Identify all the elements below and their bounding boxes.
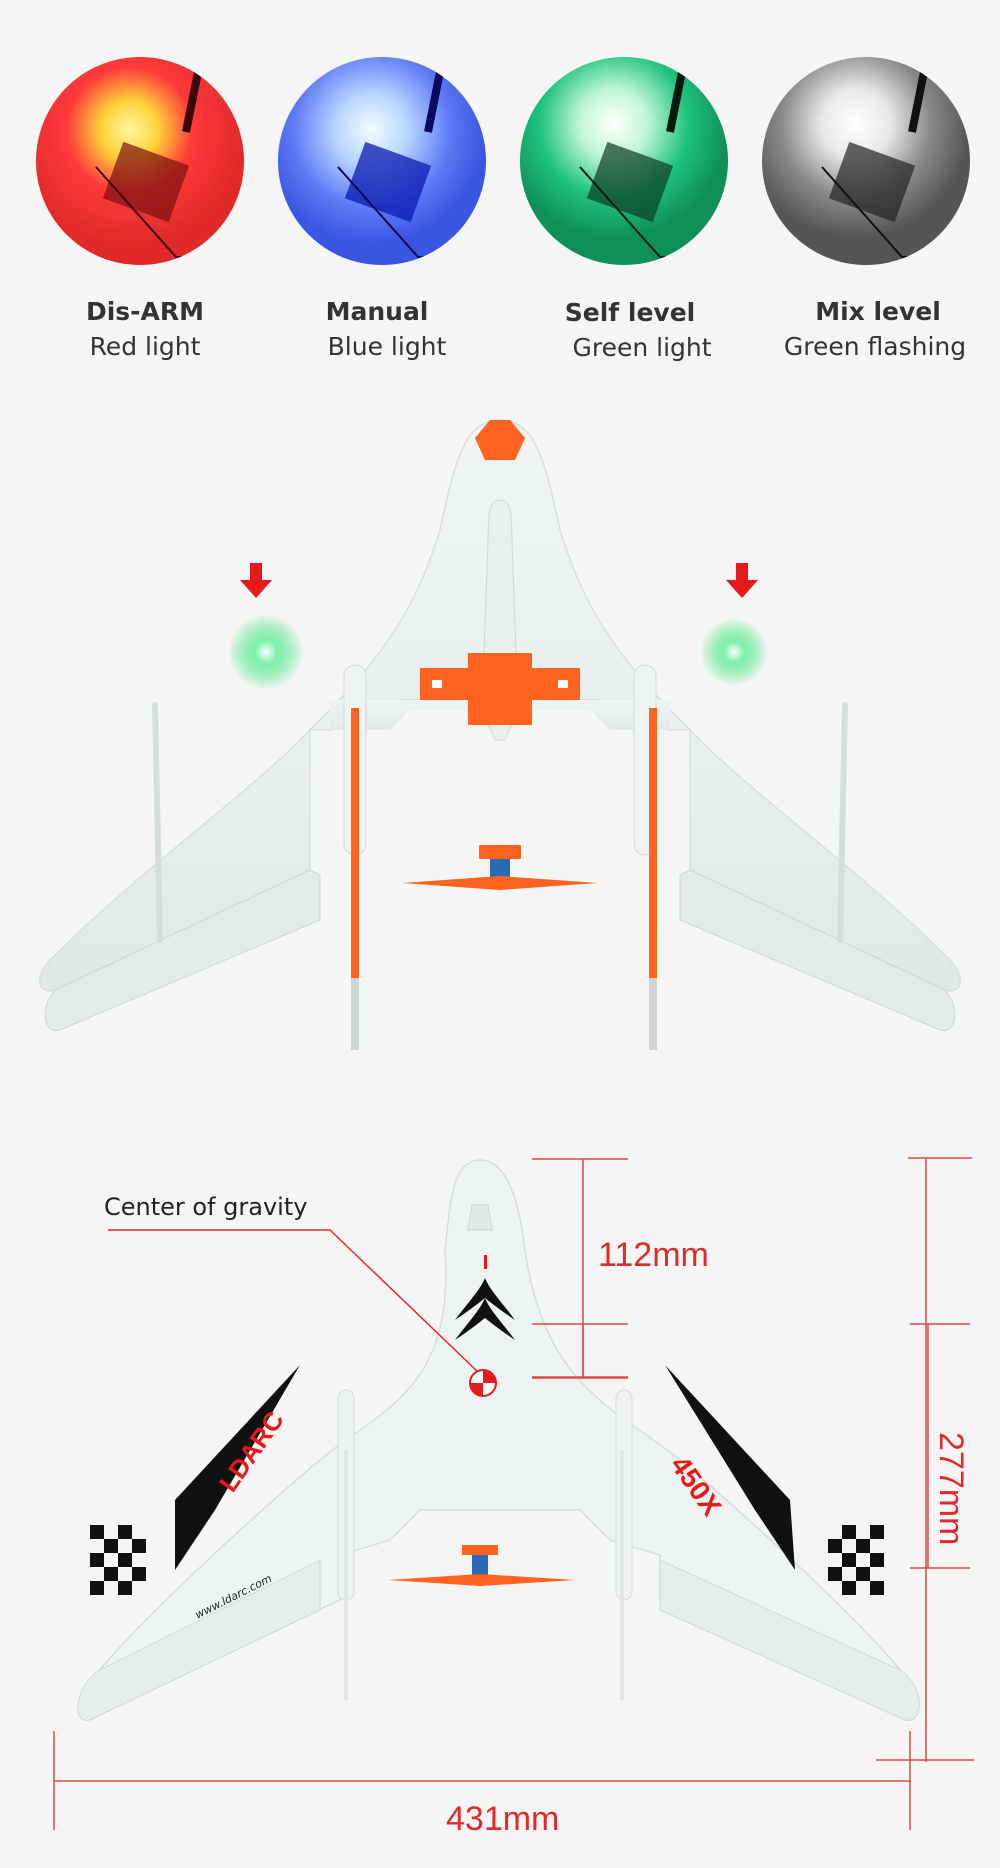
mode-subtitle-disarm: Red light (89, 332, 201, 361)
aircraft-top-view (38, 419, 962, 1050)
led-green-photo (520, 57, 728, 265)
mode-subtitle-mix-level: Green flashing (783, 332, 967, 361)
mode-subtitle-manual: Blue light (327, 332, 447, 361)
led-flashing-photo (762, 57, 970, 265)
mode-title-mix-level: Mix level (815, 297, 941, 326)
mode-title-disarm: Dis-ARM (85, 297, 205, 326)
dimension-wingspan: 431mm (446, 1800, 560, 1838)
dimension-cg-distance: 112mm (598, 1236, 709, 1274)
mode-title-self-level: Self level (564, 298, 696, 327)
led-red-photo (36, 57, 244, 265)
cg-label: Center of gravity (104, 1193, 308, 1221)
led-blue-photo (278, 57, 486, 265)
dimension-length: 277mm (932, 1432, 970, 1546)
aircraft-bottom-view (77, 1159, 970, 1721)
mode-title-manual: Manual (325, 297, 429, 326)
mode-subtitle-self-level: Green light (572, 333, 712, 362)
